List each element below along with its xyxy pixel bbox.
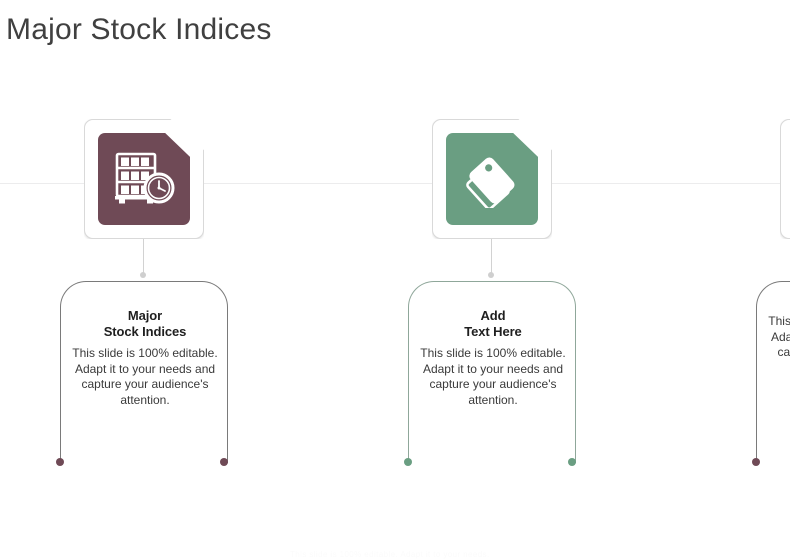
connector-dot-2 <box>488 272 494 278</box>
column-3: This slide is 100% editable. Adapt it to… <box>720 0 790 558</box>
card-leg-dot-left-2 <box>404 458 412 466</box>
column-2: Add Text Here This slide is 100% editabl… <box>372 0 612 558</box>
footer-faint-text: This slide is 100% editable. Adapt it to… <box>290 550 490 559</box>
card-body-2: This slide is 100% editable. Adapt it to… <box>420 346 566 407</box>
card-text-1: Major Stock Indices This slide is 100% e… <box>61 308 229 408</box>
card-leg-dot-right-1 <box>220 458 228 466</box>
icon-tile-1[interactable] <box>84 119 204 239</box>
card-body-3: This slide is 100% editable. Adapt it to… <box>768 314 790 359</box>
card-title-line2: Text Here <box>464 324 522 339</box>
card-leg-dot-left-3 <box>752 458 760 466</box>
price-tag-icon <box>446 133 538 225</box>
card-leg-dot-right-2 <box>568 458 576 466</box>
card-title-line2: Stock Indices <box>103 324 187 339</box>
warehouse-rack-clock-icon <box>98 133 190 225</box>
page-title: Major Stock Indices <box>6 13 272 46</box>
column-1: Major Stock Indices This slide is 100% e… <box>24 0 264 558</box>
card-text-3: This slide is 100% editable. Adapt it to… <box>757 308 790 376</box>
icon-tile-3[interactable] <box>780 119 790 239</box>
icon-card-connector-1 <box>143 239 144 275</box>
card-body-1: This slide is 100% editable. Adapt it to… <box>72 346 218 407</box>
connector-dot-1 <box>140 272 146 278</box>
info-card-1[interactable]: Major Stock Indices This slide is 100% e… <box>60 281 228 463</box>
card-title-2: Add Text Here <box>415 308 571 340</box>
icon-tile-2[interactable] <box>432 119 552 239</box>
icon-frame-3 <box>780 119 790 239</box>
icon-card-connector-2 <box>491 239 492 275</box>
horizontal-divider <box>0 183 790 184</box>
card-text-2: Add Text Here This slide is 100% editabl… <box>409 308 577 408</box>
card-title-1: Major Stock Indices <box>67 308 223 340</box>
info-card-3[interactable]: This slide is 100% editable. Adapt it to… <box>756 281 790 463</box>
card-title-line1: Major <box>127 308 163 323</box>
info-card-2[interactable]: Add Text Here This slide is 100% editabl… <box>408 281 576 463</box>
card-leg-dot-left-1 <box>56 458 64 466</box>
card-title-line1: Add <box>480 308 506 323</box>
